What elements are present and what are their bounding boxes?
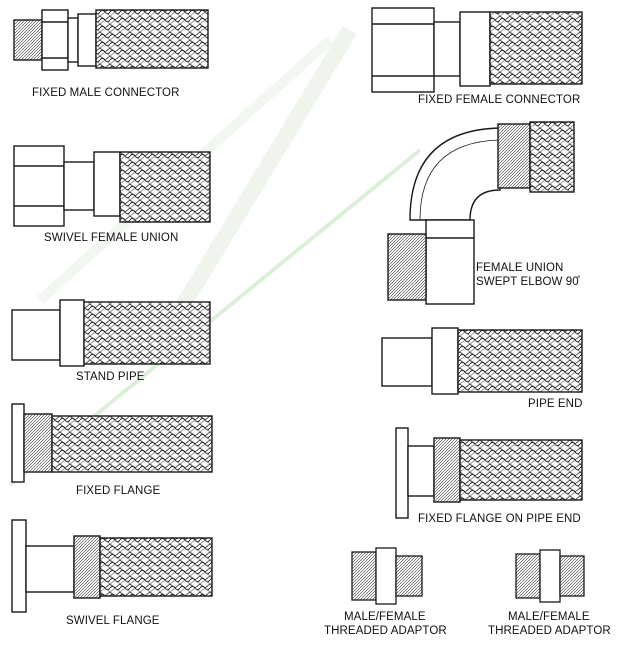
fixed-male-connector-label: FIXED MALE CONNECTOR (32, 87, 180, 99)
adaptor-2-label-line1: MALE/FEMALE (508, 611, 590, 623)
fixed-flange-on-pipe-end-drawing (395, 427, 583, 519)
adaptor-2-label-line2: THREADED ADAPTOR (488, 625, 611, 637)
fixed-flange-drawing (11, 403, 213, 483)
male-female-adaptor-1-drawing (351, 547, 423, 605)
fixed-flange-label: FIXED FLANGE (76, 485, 161, 497)
female-union-swept-elbow-drawing (387, 121, 575, 305)
swivel-flange-label: SWIVEL FLANGE (66, 615, 160, 627)
male-female-adaptor-2-drawing (515, 549, 585, 603)
adaptor-1-label-line2: THREADED ADAPTOR (324, 625, 447, 637)
swivel-female-union-drawing (13, 145, 211, 227)
fixed-female-connector-drawing (371, 7, 583, 93)
swept-elbow-label-line1: FEMALE UNION (476, 262, 564, 274)
fixed-male-connector-drawing (13, 9, 209, 71)
stand-pipe-label: STAND PIPE (76, 371, 145, 383)
pipe-end-drawing (381, 327, 583, 395)
stand-pipe-drawing (11, 299, 211, 367)
pipe-end-label: PIPE END (528, 398, 583, 410)
swivel-female-union-label: SWIVEL FEMALE UNION (44, 232, 179, 244)
swivel-flange-drawing (11, 519, 213, 613)
fixed-female-connector-label: FIXED FEMALE CONNECTOR (418, 94, 581, 106)
swept-elbow-label-line2: SWEPT ELBOW 90̊ (476, 276, 579, 288)
fixed-flange-on-pipe-end-label: FIXED FLANGE ON PIPE END (418, 513, 581, 525)
adaptor-1-label-line1: MALE/FEMALE (344, 611, 426, 623)
